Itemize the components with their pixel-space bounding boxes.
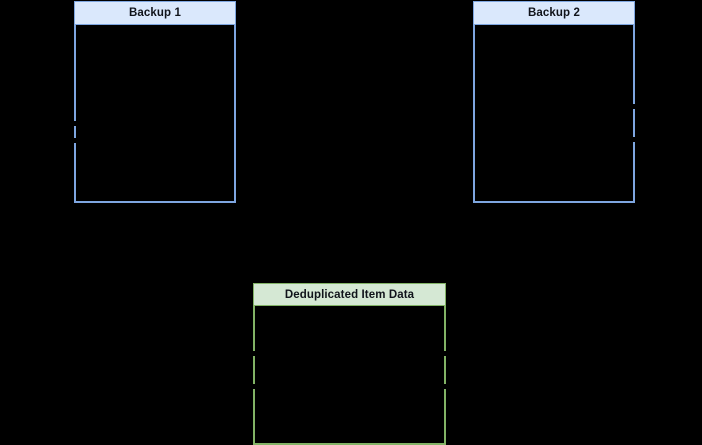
connector-stub-backup-2-right-upper — [632, 104, 636, 109]
connector-stub-dedup-left-upper — [252, 351, 256, 356]
node-deduplicated-item-data[interactable]: Deduplicated Item Data — [252, 283, 447, 445]
connector-stub-backup-1-left-lower — [73, 138, 77, 143]
node-backup-2[interactable]: Backup 2 — [473, 1, 636, 203]
node-backup-2-body — [473, 25, 635, 203]
node-backup-2-title: Backup 2 — [473, 1, 635, 25]
connector-stub-dedup-right-upper — [443, 351, 447, 356]
node-deduplicated-item-data-body — [253, 306, 446, 445]
node-backup-1-title: Backup 1 — [74, 1, 236, 25]
node-backup-1-body — [74, 25, 236, 203]
connector-stub-backup-1-left-upper — [73, 121, 77, 126]
node-deduplicated-item-data-title: Deduplicated Item Data — [253, 283, 446, 306]
node-backup-1[interactable]: Backup 1 — [73, 1, 236, 203]
connector-stub-dedup-right-lower — [443, 384, 447, 389]
connector-stub-backup-2-right-lower — [632, 137, 636, 142]
connector-stub-dedup-left-lower — [252, 384, 256, 389]
